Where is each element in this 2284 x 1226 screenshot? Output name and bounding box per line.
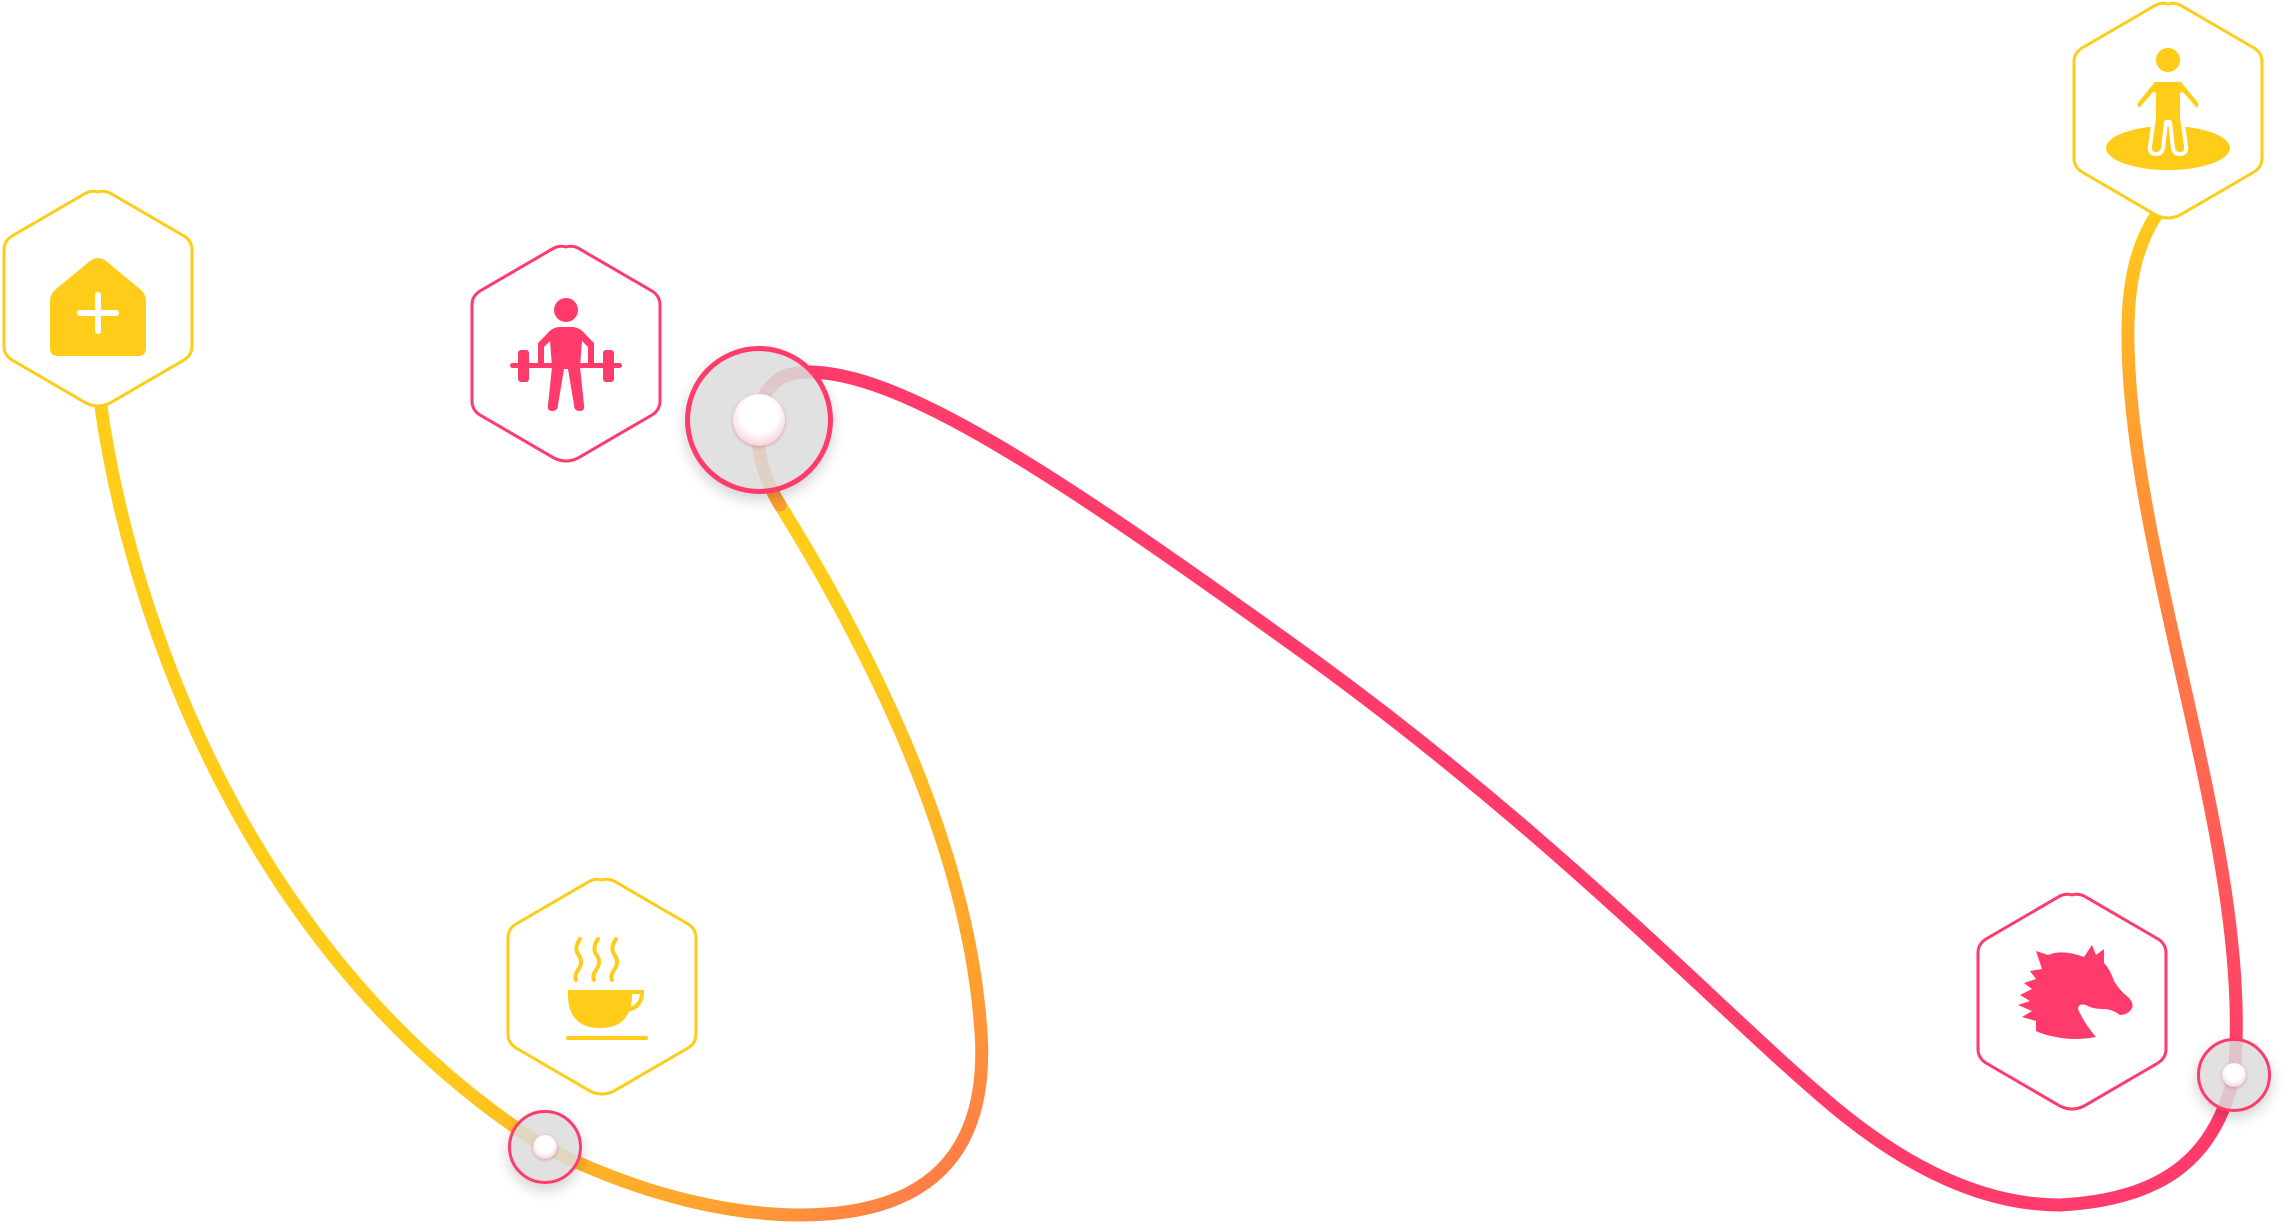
node-add-home[interactable]: Add home [0,188,196,408]
home-plus-icon [50,258,146,356]
hex-frame [506,877,698,1096]
node-horse[interactable]: Horse [1974,891,2170,1111]
drag-handle-right[interactable] [2197,1038,2271,1112]
node-weightlifting[interactable]: Weightlifting [468,243,664,463]
drag-handle-main[interactable] [685,346,833,494]
drag-handle-ball[interactable] [533,1135,557,1159]
drag-handle-ball[interactable] [2222,1063,2246,1087]
connector-segment-4 [2121,203,2243,1082]
drag-handle-ball[interactable] [733,394,785,446]
drag-handle-left[interactable] [508,1110,582,1184]
connector-segment-1 [93,393,989,1222]
horse-head-icon [2018,945,2133,1039]
person-on-platform-icon [2106,48,2230,170]
connector-segment-3 [801,365,2241,1212]
node-standing-person[interactable]: Standing person [2070,0,2266,220]
node-coffee[interactable]: Coffee break [504,876,700,1096]
weightlifter-icon [510,298,622,411]
coffee-cup-icon [566,937,648,1040]
